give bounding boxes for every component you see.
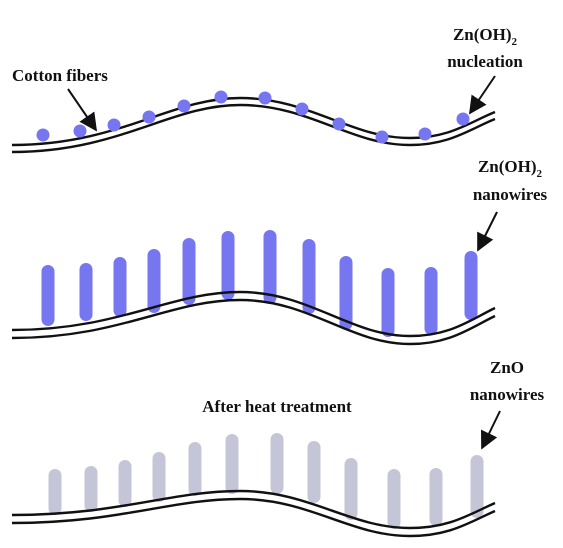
nucleation-product-label: Zn(OH)2 [453,25,518,48]
znoh2-nanowires-product-label: Zn(OH)2 [478,157,543,180]
cotton-fiber-outer-line [12,491,495,528]
zno-nanowire [189,442,202,496]
znoh2-nanowire [148,249,161,313]
zno-nanowire [49,469,62,515]
nucleation-descriptor-label: nucleation [447,52,523,71]
znoh2-formula-subscript: 2 [537,168,543,180]
znoh2-nanowires-descriptor-label: nanowires [473,185,548,204]
zno-nanowire [345,458,358,520]
panel-zno-nanowires: After heat treatment ZnO nanowires [12,358,545,536]
nucleation-formula-subscript: 2 [512,36,518,48]
zno-nanowires-arrow [482,411,500,448]
zno-nanowire [388,469,401,529]
cotton-fibers-label: Cotton fibers [12,66,108,85]
nucleation-arrow [470,76,495,113]
znoh2-nanowires-group [42,230,478,337]
znoh2-nucleus [259,92,272,105]
zno-nanowire [308,441,321,503]
zno-nanowire [153,452,166,502]
zno-descriptor-label: nanowires [470,385,545,404]
znoh2-nanowire [465,251,478,320]
panel-znoh2-nanowires: Zn(OH)2 nanowires [12,157,548,344]
zno-nanowire [271,433,284,494]
znoh2-nanowire [80,263,93,321]
zno-formula-label: ZnO [490,358,524,377]
znoh2-formula: Zn(OH) [478,157,537,176]
znoh2-nucleus [215,91,228,104]
znoh2-nucleus [419,128,432,141]
zno-nanowire [430,468,443,526]
znoh2-nanowire [114,257,127,317]
znoh2-nanowire [183,238,196,305]
znoh2-nanowire [303,239,316,314]
znoh2-nucleus [333,118,346,131]
cotton-fiber-inner-line [12,499,495,536]
znoh2-nanowire [425,267,438,335]
heat-treatment-label: After heat treatment [202,397,352,416]
znoh2-nucleus [376,131,389,144]
znoh2-nucleus [108,119,121,132]
panel-nucleation: Cotton fibers Zn(OH)2 nucleation [12,25,523,152]
znoh2-nucleus [143,111,156,124]
znoh2-nucleus [74,125,87,138]
znoh2-nanowires-arrow [478,212,497,250]
cotton-fibers-arrow [68,89,96,130]
zno-nanowire [119,460,132,507]
znoh2-nucleus [178,100,191,113]
znoh2-nucleus [37,129,50,142]
znoh2-nanowire [222,231,235,300]
zno-nanowire [85,466,98,512]
nucleation-formula: Zn(OH) [453,25,512,44]
zno-nanowire [226,434,239,494]
znoh2-nanowire [42,265,55,326]
znoh2-nanowire [382,268,395,337]
znoh2-nucleus [296,103,309,116]
znoh2-nucleus [457,113,470,126]
